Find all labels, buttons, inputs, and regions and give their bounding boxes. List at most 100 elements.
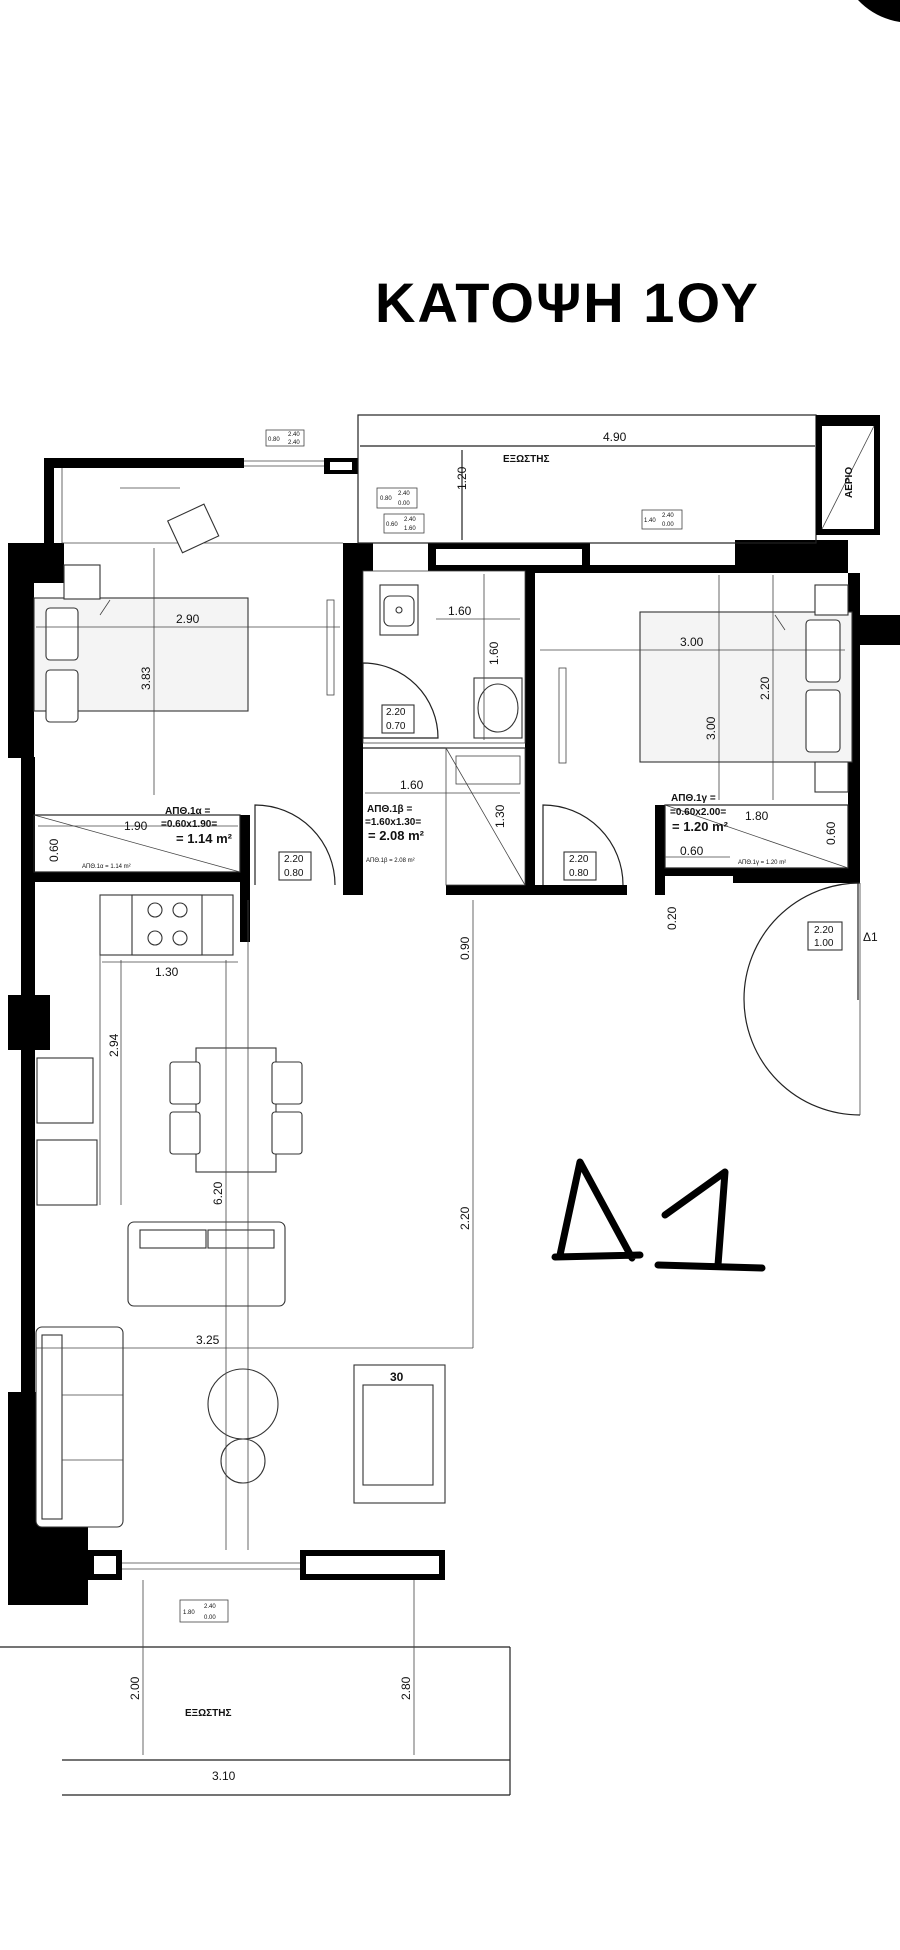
bed-1-pillow-2 [45, 669, 79, 723]
bed1-door-width: 0.80 [284, 868, 304, 879]
sofa-2-back-1 [139, 1229, 207, 1249]
window-tag-3-top: 2.40 [404, 517, 416, 523]
wall-right-stub [860, 615, 900, 645]
window-tag-5-bottom: 0.00 [204, 1615, 216, 1621]
bottom-balcony-side: 2.80 [399, 1676, 413, 1700]
corner-mark [858, 0, 900, 22]
wall-storage-c-bottomright [733, 868, 848, 883]
wall-bath-top-inner [436, 549, 582, 565]
bath-door-tag [381, 704, 415, 734]
top-balcony-label: ΕΞΩΣΤΗΣ [503, 454, 549, 465]
side-table [220, 1438, 266, 1484]
wall-kitchen-partition [240, 882, 250, 942]
storage-c-diagonal [664, 804, 849, 869]
bath-depth: 1.60 [487, 641, 501, 665]
bed-2-fold [774, 614, 786, 631]
storage-a-calc: =0.60x1.90= [161, 819, 217, 830]
storage-a-area: = 1.14 m² [176, 831, 233, 846]
storage-a-outline [33, 814, 241, 873]
sink [477, 683, 519, 733]
entrance-door-tag [807, 921, 843, 951]
window-tag-4-box [641, 509, 683, 530]
wall-window-pier-inner [330, 462, 352, 470]
storage-a-depth: 0.60 [47, 838, 61, 862]
bed1-door-height: 2.20 [284, 854, 304, 865]
fridge [36, 1057, 94, 1124]
storage-b-outline [445, 747, 526, 886]
kitchen-width: 1.30 [155, 965, 179, 979]
dining-chair-3 [271, 1061, 303, 1105]
storage-b-diagonal [445, 747, 526, 886]
wall-bed1-top [44, 458, 244, 468]
unit-label-handwritten [551, 1158, 766, 1272]
bed-2-pillow-1 [805, 619, 841, 683]
dining-table [195, 1047, 277, 1173]
wall-bed1-right [343, 543, 353, 895]
window-tag-4: 1.40 2.40 0.00 [641, 509, 683, 530]
storage-b-depth: 1.30 [493, 804, 507, 828]
window-tag-1-box [265, 429, 305, 447]
storage-a-name: ΑΠΘ.1α = [165, 806, 210, 817]
storage-c-small: 0.60 [680, 844, 704, 858]
window-tag-1: 0.80 2.40 2.40 [265, 429, 305, 447]
window-tag-3: 0.60 2.40 1.60 [383, 513, 425, 534]
bed2-width: 3.00 [680, 635, 704, 649]
window-tags: 0.80 2.40 2.40 0.80 2.40 0.00 0.60 2.40 … [179, 429, 683, 1623]
plan-title: ΚΑΤΟΨΗ 1ΟΥ [375, 271, 760, 334]
living-depth: 6.20 [211, 1181, 225, 1205]
bath-door-height: 2.20 [386, 707, 406, 718]
top-balcony-depth: 1.20 [455, 466, 469, 490]
storage-c: ΑΠΘ.1γ = =0.60x2.00= = 1.20 m² 1.80 0.60… [664, 793, 849, 930]
wall-storage-a-bottom [34, 872, 250, 882]
top-balcony: 4.90 1.20 ΕΞΩΣΤΗΣ ΑΕΡΙΟ [244, 414, 880, 544]
bath-width: 1.60 [448, 604, 472, 618]
window-tag-5-top: 2.40 [204, 1604, 216, 1610]
bed-1-fold [99, 599, 111, 616]
window-tag-2-bottom: 0.00 [398, 501, 410, 507]
corridor-b: 2.20 [458, 1206, 472, 1230]
wall-living-bottom-inner [306, 1556, 439, 1574]
window-tag-2-box [376, 487, 418, 509]
bed2-door-width: 0.80 [569, 868, 589, 879]
wall-bath-right [525, 565, 535, 895]
window-tag-2-lead: 0.80 [380, 496, 392, 502]
storage-c-area: = 1.20 m² [672, 819, 729, 834]
bed2-door-swing [542, 804, 624, 886]
entrance-door-width: 1.00 [814, 938, 834, 949]
bed-1-pillow-1 [45, 607, 79, 661]
wall-storage-c-bottom [655, 868, 733, 876]
gas-shaft-diagonal [821, 425, 875, 530]
wall-left-outline [21, 757, 35, 1396]
bed1-depth: 3.83 [139, 666, 153, 690]
window-tag-2-top: 2.40 [398, 491, 410, 497]
bottom-balcony-width: 3.10 [212, 1769, 236, 1783]
window-tag-4-top: 2.40 [662, 513, 674, 519]
storage-c-name: ΑΠΘ.1γ = [671, 793, 716, 804]
storage-b: 1.60 1.30 ΑΠΘ.1β = =1.60x1.30= = 2.08 m²… [365, 747, 526, 886]
bottom-balcony-label: ΕΞΩΣΤΗΣ [185, 1708, 231, 1719]
toilet-flush [395, 606, 403, 614]
wall-bed2-top [535, 565, 735, 573]
bedroom-1: 2.90 3.83 2.20 0.80 [33, 468, 343, 886]
storage-c-depth: 0.60 [824, 821, 838, 845]
entrance-door-height: 2.20 [814, 925, 834, 936]
wall-living-bottom-left-inner [94, 1556, 116, 1574]
bed1-door-swing [254, 804, 336, 886]
bed2-door-height: 2.20 [569, 854, 589, 865]
storage-c-width: 1.80 [745, 809, 769, 823]
wall-storage-a-right [240, 815, 250, 882]
wall-storage-c-left [655, 805, 665, 895]
tv-screen [362, 1384, 434, 1486]
living-width: 3.25 [196, 1333, 220, 1347]
storage-a: 1.90 0.60 ΑΠΘ.1α = =0.60x1.90= = 1.14 m²… [33, 806, 241, 873]
wall-left-top-block [34, 543, 64, 583]
top-balcony-outline [357, 414, 817, 544]
storage-c-outline [664, 804, 849, 869]
storage-b-area: = 2.08 m² [368, 828, 425, 843]
storage-c-note: ΑΠΘ.1γ = 1.20 m² [738, 860, 786, 866]
bed-1-nightstand [63, 564, 101, 600]
bed-2-nightstand-top [814, 584, 849, 616]
burner-1 [147, 902, 163, 918]
oven [36, 1139, 98, 1206]
window-tag-1-top: 2.40 [288, 432, 300, 438]
